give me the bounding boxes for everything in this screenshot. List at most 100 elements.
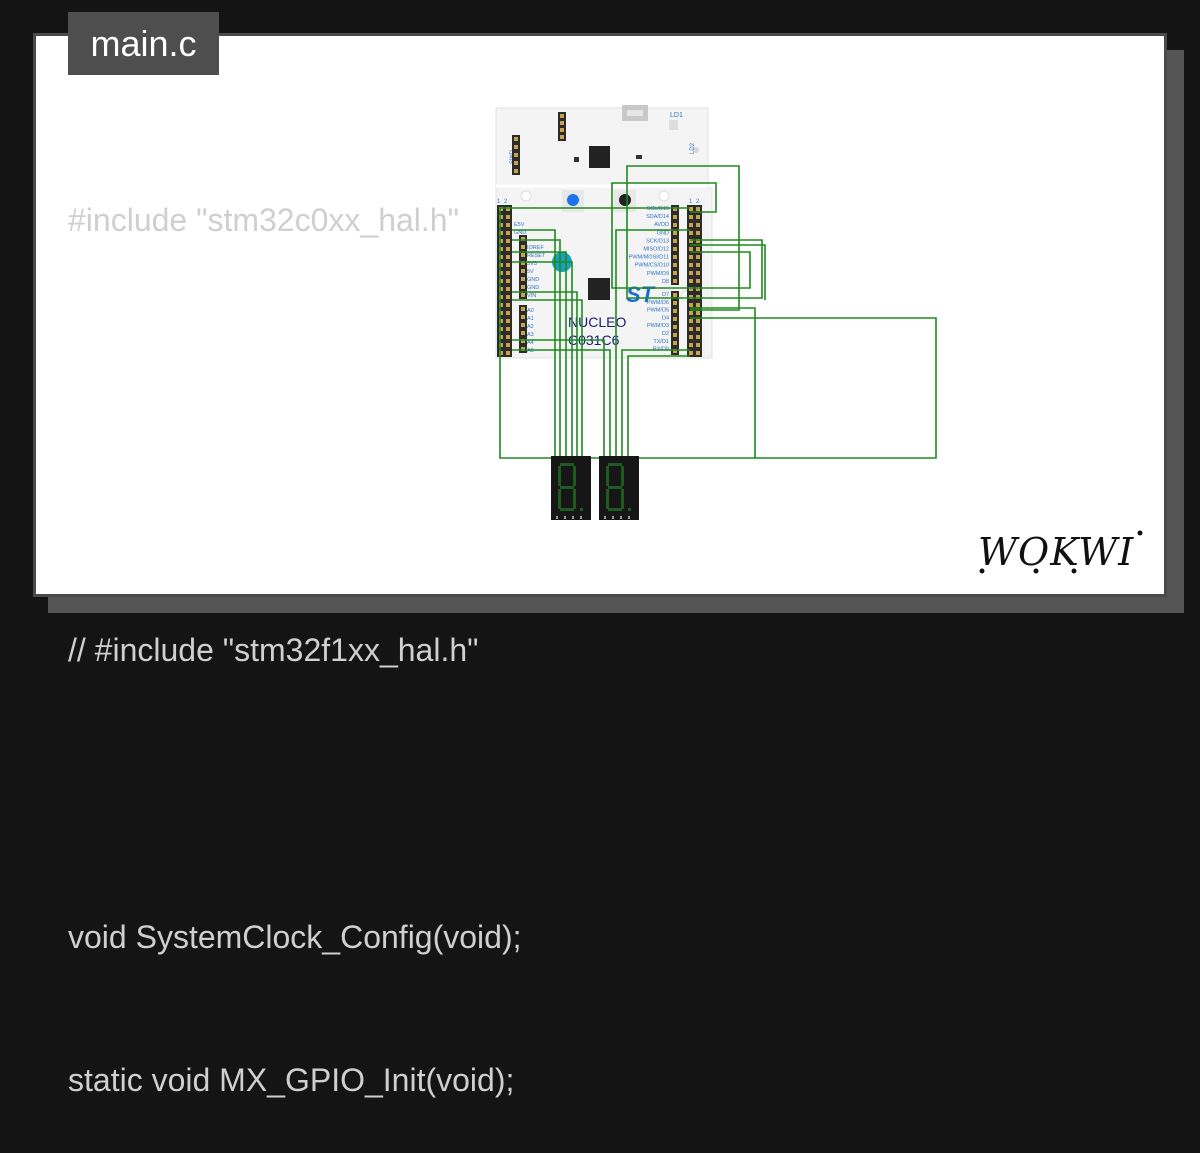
header-pin[interactable] [521,277,525,281]
header-pin[interactable] [521,347,525,351]
header-pin[interactable] [506,247,510,251]
header-pin[interactable] [514,153,518,157]
header-pin[interactable] [689,319,693,323]
header-pin[interactable] [689,295,693,299]
header-pin[interactable] [521,245,525,249]
header-pin[interactable] [506,231,510,235]
header-pin[interactable] [689,215,693,219]
header-pin[interactable] [689,255,693,259]
header-pin[interactable] [499,207,503,211]
header-pin[interactable] [673,215,677,219]
header-pin[interactable] [499,231,503,235]
header-pin[interactable] [521,315,525,319]
header-pin[interactable] [506,295,510,299]
header-pin[interactable] [673,341,677,345]
seven-segment-display-1[interactable] [551,456,591,520]
user-button[interactable] [567,194,579,206]
header-pin[interactable] [506,319,510,323]
header-pin[interactable] [560,121,564,125]
header-pin[interactable] [499,311,503,315]
header-pin[interactable] [696,239,700,243]
header-pin[interactable] [673,309,677,313]
header-pin[interactable] [673,247,677,251]
header-pin[interactable] [521,307,525,311]
header-pin[interactable] [689,239,693,243]
header-pin[interactable] [696,303,700,307]
header-pin[interactable] [560,128,564,132]
header-pin[interactable] [499,239,503,243]
header-pin[interactable] [499,335,503,339]
header-pin[interactable] [689,351,693,355]
header-pin[interactable] [689,271,693,275]
header-pin[interactable] [499,255,503,259]
header-pin[interactable] [506,351,510,355]
header-pin[interactable] [506,207,510,211]
header-pin[interactable] [673,255,677,259]
header-pin[interactable] [673,317,677,321]
header-pin[interactable] [696,207,700,211]
header-pin[interactable] [514,161,518,165]
header-pin[interactable] [696,343,700,347]
header-pin[interactable] [689,207,693,211]
header-pin[interactable] [689,327,693,331]
header-pin[interactable] [499,215,503,219]
header-pin[interactable] [499,279,503,283]
header-pin[interactable] [673,231,677,235]
header-pin[interactable] [521,323,525,327]
header-pin[interactable] [673,263,677,267]
header-pin[interactable] [689,231,693,235]
header-pin[interactable] [521,331,525,335]
header-pin[interactable] [506,255,510,259]
header-pin[interactable] [673,271,677,275]
header-pin[interactable] [696,223,700,227]
header-pin[interactable] [514,169,518,173]
header-pin[interactable] [689,303,693,307]
header-pin[interactable] [521,269,525,273]
header-pin[interactable] [673,333,677,337]
header-pin[interactable] [696,263,700,267]
header-pin[interactable] [506,311,510,315]
header-pin[interactable] [696,335,700,339]
header-pin[interactable] [521,261,525,265]
header-pin[interactable] [689,343,693,347]
nucleo-board[interactable]: ST SWD LD1 LD2 NUCLEO C031C6 1 2 1 2 E5V… [495,105,713,359]
header-pin[interactable] [689,335,693,339]
header-pin[interactable] [506,303,510,307]
header-pin[interactable] [673,301,677,305]
header-pin[interactable] [521,253,525,257]
header-pin[interactable] [689,311,693,315]
header-pin[interactable] [689,247,693,251]
header-pin[interactable] [696,255,700,259]
header-pin[interactable] [499,319,503,323]
header-pin[interactable] [696,295,700,299]
header-pin[interactable] [696,279,700,283]
header-pin[interactable] [696,271,700,275]
header-pin[interactable] [499,351,503,355]
header-pin[interactable] [696,215,700,219]
header-pin[interactable] [506,215,510,219]
header-pin[interactable] [506,279,510,283]
header-pin[interactable] [514,137,518,141]
header-pin[interactable] [499,303,503,307]
header-pin[interactable] [499,327,503,331]
header-pin[interactable] [673,325,677,329]
reset-button[interactable] [619,194,631,206]
header-pin[interactable] [560,135,564,139]
header-pin[interactable] [673,207,677,211]
header-pin[interactable] [506,287,510,291]
header-pin[interactable] [696,319,700,323]
header-pin[interactable] [673,279,677,283]
header-pin[interactable] [689,263,693,267]
header-pin[interactable] [689,223,693,227]
header-pin[interactable] [506,239,510,243]
file-tab-main-c[interactable]: main.c [68,12,219,75]
header-pin[interactable] [696,287,700,291]
header-pin[interactable] [696,311,700,315]
header-pin[interactable] [514,145,518,149]
header-pin[interactable] [506,335,510,339]
header-pin[interactable] [506,263,510,267]
header-pin[interactable] [506,223,510,227]
header-pin[interactable] [689,287,693,291]
header-pin[interactable] [499,223,503,227]
header-pin[interactable] [499,295,503,299]
